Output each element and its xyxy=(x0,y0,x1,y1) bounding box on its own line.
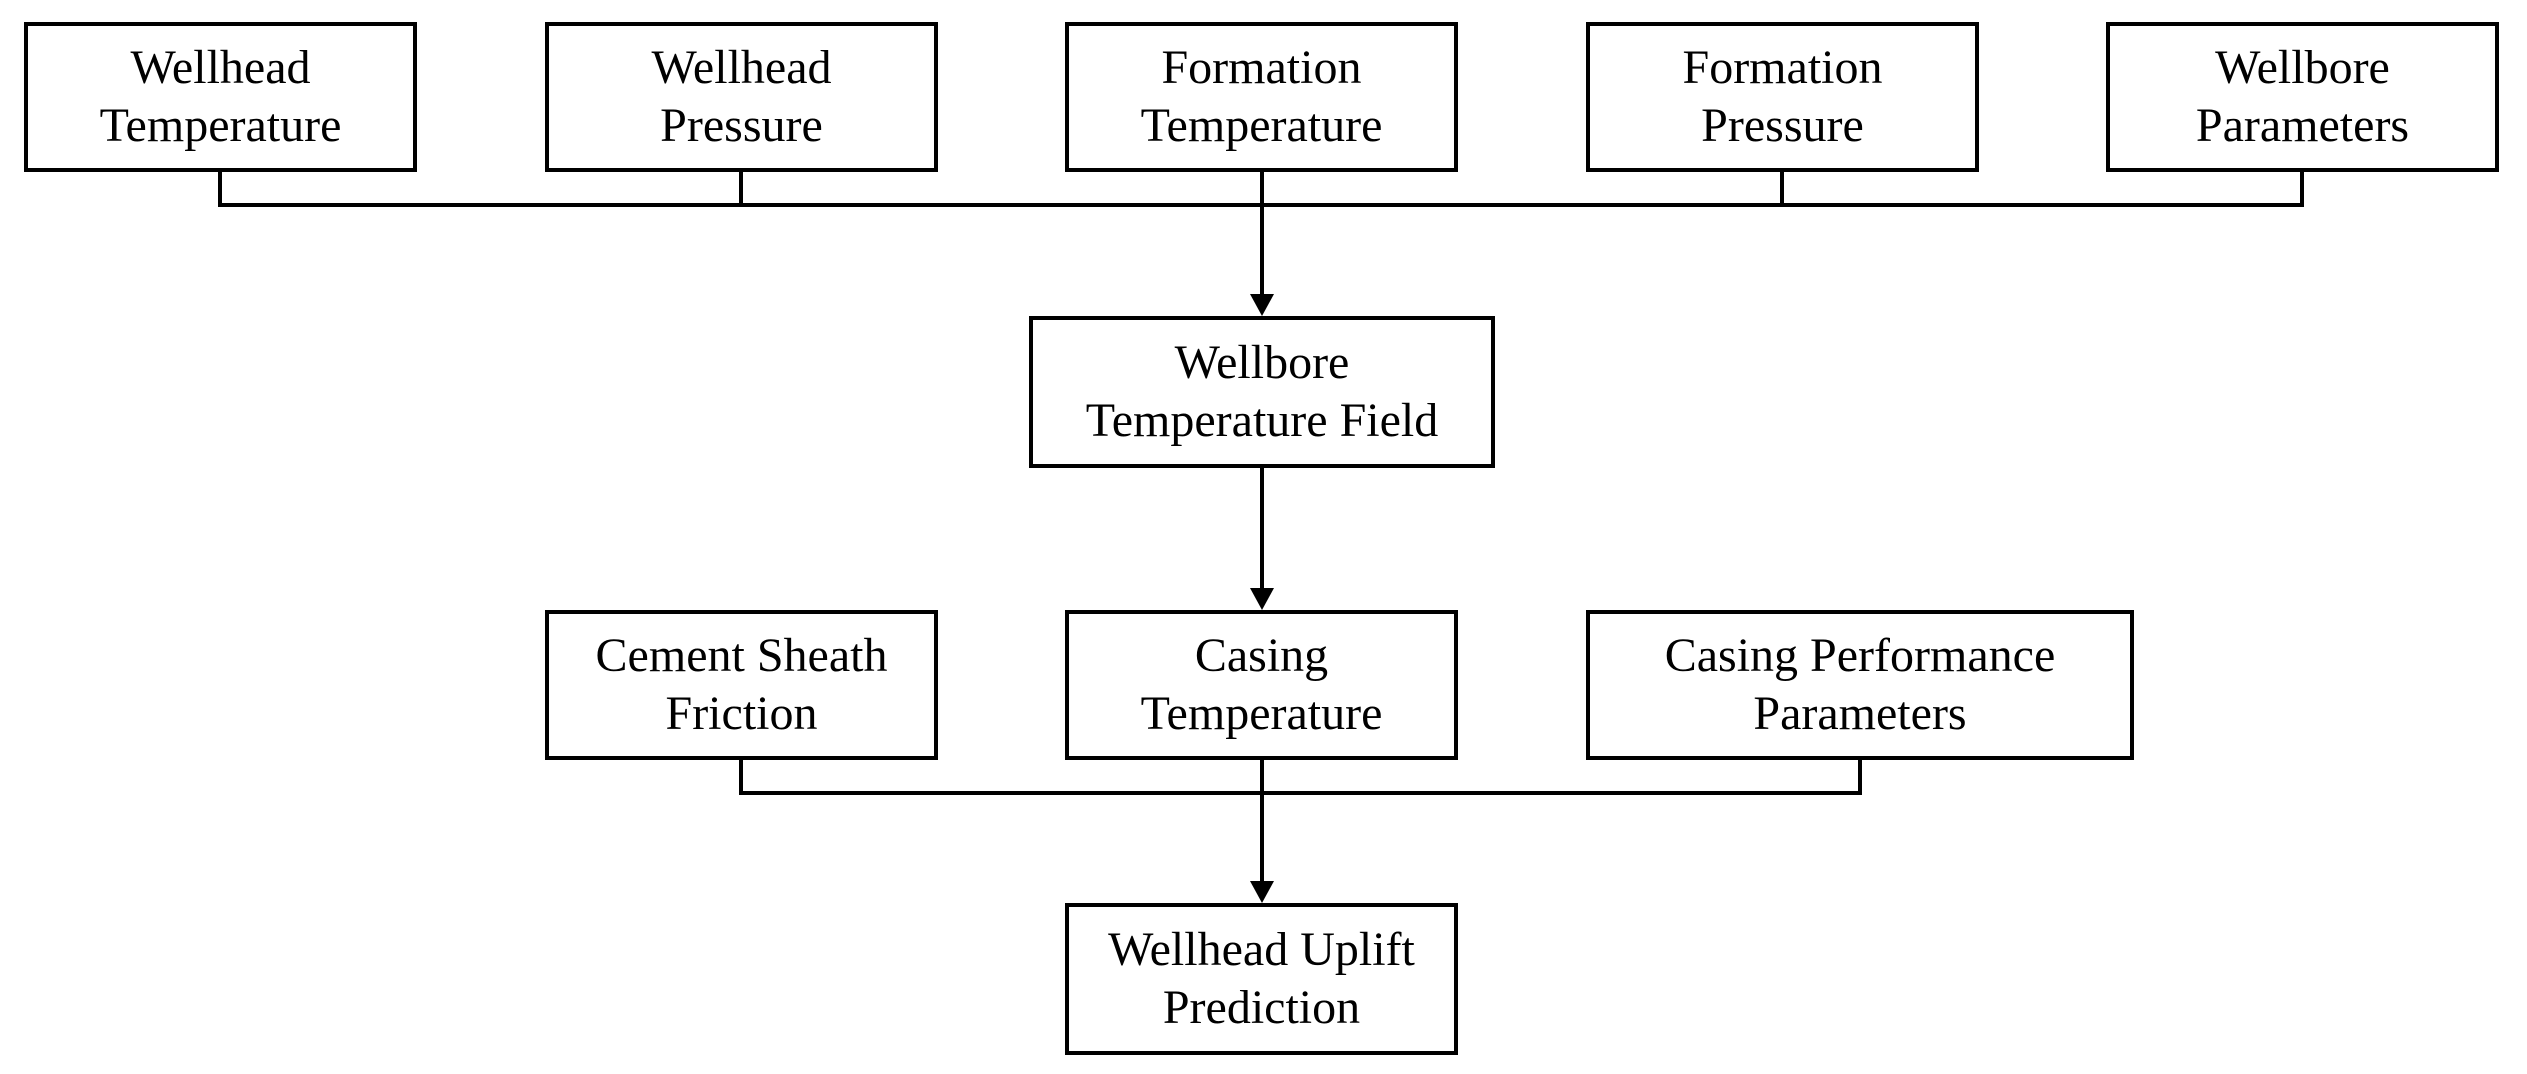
node-label-line1: Formation xyxy=(1161,41,1362,94)
node-label-line1: Wellhead xyxy=(651,41,832,94)
node-label-line2: Parameters xyxy=(1753,687,1967,740)
node-label-line1: Wellbore xyxy=(2215,41,2390,94)
arrow-to-wellhead-uplift-prediction xyxy=(1250,881,1274,903)
node-label-line2: Pressure xyxy=(1701,99,1864,152)
node-label-line2: Temperature xyxy=(1140,687,1383,740)
node-label-line2: Friction xyxy=(665,687,818,740)
node-label-line1: Wellhead xyxy=(130,41,311,94)
node-label-line2: Temperature Field xyxy=(1085,394,1439,447)
node-label-line2: Parameters xyxy=(2195,99,2410,152)
input-merge-connector xyxy=(218,170,2304,296)
node-label-line1: Wellhead Uplift xyxy=(1108,923,1415,976)
arrow-to-wellbore-temperature-field xyxy=(1250,294,1274,316)
node-label-line1: Cement Sheath xyxy=(595,629,888,682)
arrow-to-casing-temperature xyxy=(1250,588,1274,610)
node-label-line1: Formation xyxy=(1682,41,1883,94)
node-label-line1: Wellbore xyxy=(1174,336,1350,389)
node-label-line2: Temperature xyxy=(1140,99,1383,152)
node-label-line2: Prediction xyxy=(1162,981,1361,1034)
node-label-line2: Temperature xyxy=(99,99,342,152)
node-label-line1: Casing xyxy=(1194,629,1329,682)
output-merge-connector xyxy=(739,758,1862,883)
node-label-line2: Pressure xyxy=(660,99,823,152)
node-label-line1: Casing Performance xyxy=(1664,629,2056,682)
